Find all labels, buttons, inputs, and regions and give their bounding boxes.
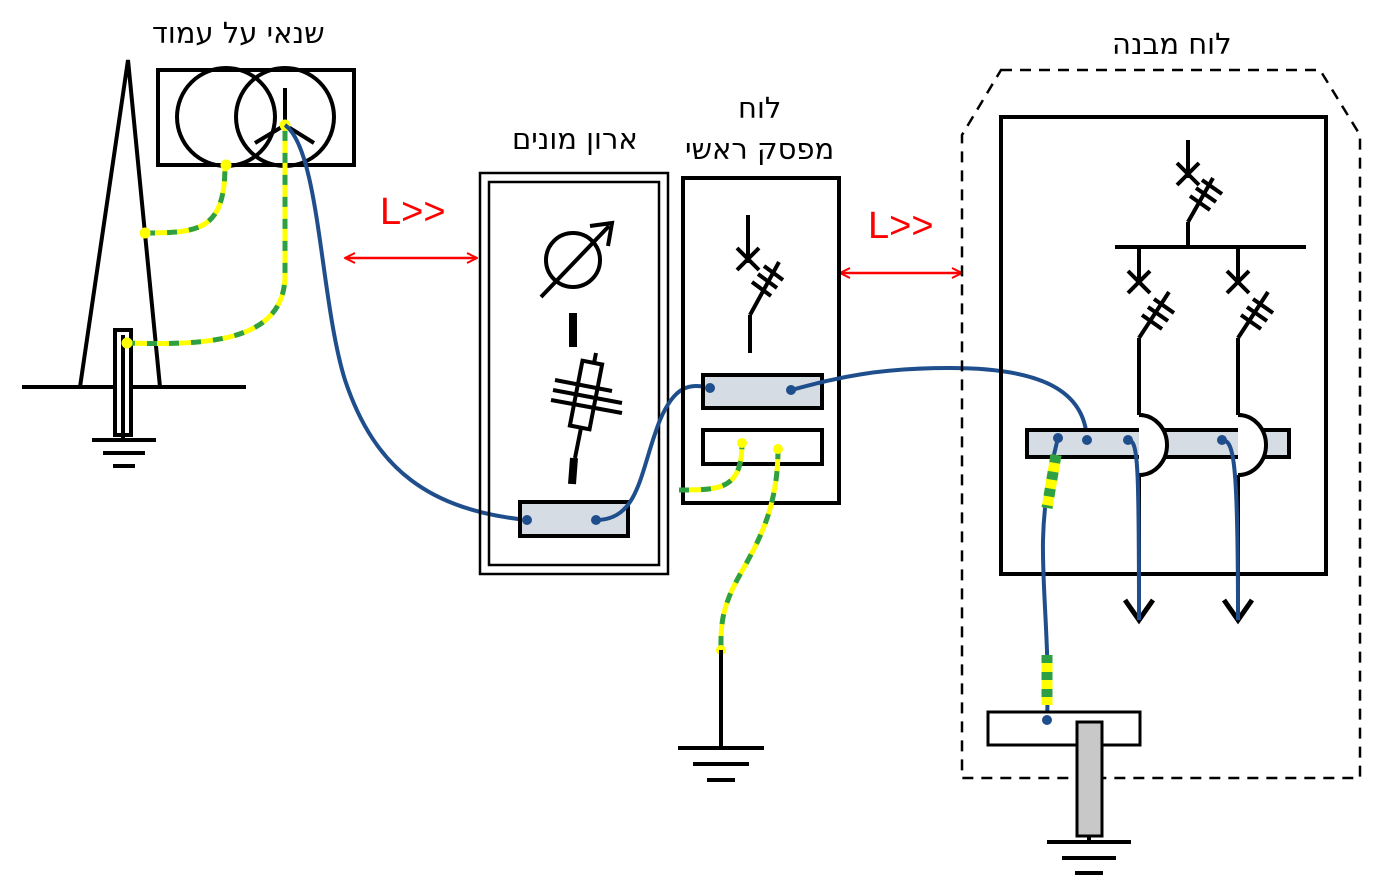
utility-pole	[22, 59, 246, 437]
main-breaker-label-line1: לוח	[738, 91, 782, 125]
fuse-icon	[550, 352, 623, 459]
distance-label-right: L>>	[868, 205, 934, 247]
fuse-outgoing	[568, 457, 578, 485]
neutral-cable	[283, 123, 528, 522]
earth-conductor	[124, 125, 288, 347]
building-panel	[999, 115, 1328, 576]
earth-rod	[1075, 720, 1104, 838]
circuit-breaker-icon	[1175, 140, 1224, 247]
main-breaker-panel	[681, 176, 841, 505]
feeder-cable	[790, 365, 1089, 441]
ground-icon	[1047, 836, 1131, 875]
phase-busbar	[701, 373, 824, 410]
building-boundary	[960, 68, 1362, 780]
ground-icon	[678, 746, 764, 782]
meter-cabinet-label: ארון מונים	[512, 122, 638, 156]
pole-transformer-label: שנאי על עמוד	[152, 16, 325, 50]
outgoing-arrow-icon	[1122, 598, 1255, 625]
ground-icon	[92, 435, 156, 468]
main-breaker-label-line2: מפסק ראשי	[685, 132, 835, 166]
earth-conductor	[678, 442, 781, 651]
building-panel-label: לוח מבנה	[1112, 27, 1232, 61]
circuit-breaker-icon	[735, 215, 785, 353]
meter-icon	[539, 220, 615, 299]
transformer-icon	[156, 66, 356, 168]
foundation-earth-plate	[986, 710, 1142, 747]
meter-cabinet	[478, 171, 670, 576]
supply-cable	[595, 383, 711, 522]
earth-busbar	[701, 428, 824, 466]
earth-sleeve	[1041, 454, 1062, 705]
distance-label-left: L>>	[380, 191, 446, 233]
